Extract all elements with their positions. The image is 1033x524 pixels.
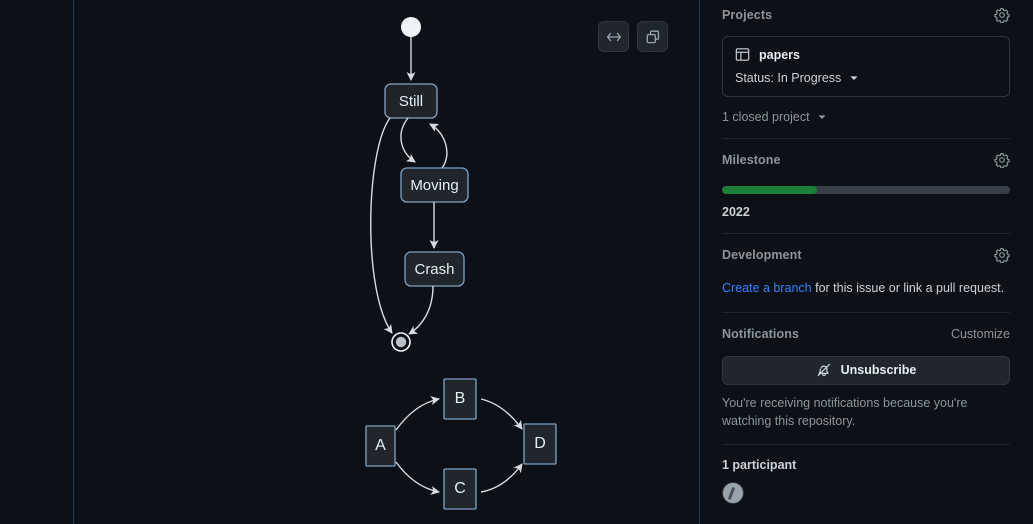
project-name: papers xyxy=(759,47,800,62)
edge-a-to-c xyxy=(395,461,440,495)
copy-button[interactable] xyxy=(637,21,668,52)
edge-moving-to-still xyxy=(429,123,448,169)
diagram-column: Still Moving Crash xyxy=(74,0,700,524)
project-status-label: Status: In Progress xyxy=(735,71,842,85)
gear-icon xyxy=(994,8,1010,23)
closed-projects-label: 1 closed project xyxy=(722,110,810,124)
participants-title: 1 participant xyxy=(722,458,797,472)
notifications-section: Notifications Customize Unsubscribe You'… xyxy=(722,319,1010,445)
flow-node-c[interactable]: C xyxy=(443,468,477,510)
divider xyxy=(722,444,1010,445)
avatar[interactable] xyxy=(722,482,744,504)
projects-header: Projects xyxy=(722,0,1010,30)
projects-gear-button[interactable] xyxy=(994,7,1010,23)
divider xyxy=(722,311,1010,313)
issue-sidebar: Projects papers xyxy=(700,0,1032,524)
edge-a-to-b xyxy=(395,396,440,431)
svg-text:Moving: Moving xyxy=(410,177,458,194)
development-header: Development xyxy=(722,240,1010,270)
expand-width-icon xyxy=(606,32,621,41)
participants-section: 1 participant xyxy=(722,458,1010,504)
edge-still-to-end xyxy=(370,117,393,334)
state-node-crash[interactable]: Crash xyxy=(404,251,465,287)
project-name-row: papers xyxy=(735,47,997,62)
participants-avatar-row xyxy=(722,482,1010,504)
edge-b-to-d xyxy=(480,398,523,430)
notifications-title: Notifications xyxy=(722,326,799,341)
customize-notifications-link[interactable]: Customize xyxy=(950,326,1010,341)
state-node-still[interactable]: Still xyxy=(384,83,438,119)
edge-c-to-d xyxy=(480,463,523,493)
state-diagram-toolbar xyxy=(598,21,668,52)
svg-text:Crash: Crash xyxy=(414,261,454,278)
bell-slash-icon xyxy=(817,364,830,377)
milestone-header: Milestone xyxy=(722,145,1010,175)
unsubscribe-label: Unsubscribe xyxy=(840,363,917,378)
state-diagram-canvas: Still Moving Crash xyxy=(370,17,469,352)
unsubscribe-button[interactable]: Unsubscribe xyxy=(722,355,1010,385)
projects-title: Projects xyxy=(722,8,773,22)
milestone-progress-bar xyxy=(722,186,1010,194)
svg-text:B: B xyxy=(455,390,466,407)
projects-section: Projects papers xyxy=(722,0,1010,139)
state-node-moving[interactable]: Moving xyxy=(400,167,469,203)
flow-node-a[interactable]: A xyxy=(365,425,396,467)
copy-icon xyxy=(646,30,659,43)
project-status-dropdown[interactable]: Status: In Progress xyxy=(735,71,997,85)
svg-text:Still: Still xyxy=(399,93,423,110)
closed-projects-toggle[interactable]: 1 closed project xyxy=(722,110,1010,124)
divider xyxy=(722,138,1010,139)
state-diagram-block: Still Moving Crash xyxy=(74,0,699,368)
project-board-icon xyxy=(735,48,750,61)
expand-width-button[interactable] xyxy=(598,21,629,52)
state-end-node xyxy=(391,332,411,352)
gear-icon xyxy=(994,153,1010,168)
state-start-node xyxy=(401,17,421,37)
flow-diagram-canvas: A B C D xyxy=(365,378,557,510)
development-gear-button[interactable] xyxy=(994,247,1010,263)
caret-down-icon xyxy=(850,76,858,80)
create-branch-link[interactable]: Create a branch xyxy=(722,281,812,295)
edge-still-to-moving xyxy=(400,117,416,163)
notifications-description: You're receiving notifications because y… xyxy=(722,395,968,428)
notifications-header: Notifications Customize xyxy=(722,319,1010,349)
svg-text:D: D xyxy=(534,435,546,452)
svg-text:C: C xyxy=(454,480,466,497)
gear-icon xyxy=(994,248,1010,263)
milestone-gear-button[interactable] xyxy=(994,152,1010,168)
project-card[interactable]: papers Status: In Progress xyxy=(722,36,1010,97)
flow-node-d[interactable]: D xyxy=(523,423,557,465)
edge-crash-to-end xyxy=(408,285,434,335)
development-title: Development xyxy=(722,248,802,262)
development-section: Development Create a branch for this iss… xyxy=(722,240,1010,313)
flow-diagram-block: A B C D xyxy=(74,368,699,524)
milestone-title: Milestone xyxy=(722,153,781,167)
svg-text:A: A xyxy=(375,437,386,454)
left-gutter xyxy=(0,0,74,524)
milestone-progress-fill xyxy=(722,186,818,194)
flow-node-b[interactable]: B xyxy=(443,378,477,420)
divider xyxy=(722,233,1010,234)
milestone-section: Milestone 2022 xyxy=(722,145,1010,234)
development-rest-text: for this issue or link a pull request. xyxy=(811,281,1005,295)
milestone-name[interactable]: 2022 xyxy=(722,205,750,219)
development-text: Create a branch for this issue or link a… xyxy=(722,279,1010,298)
caret-down-icon xyxy=(817,115,826,119)
